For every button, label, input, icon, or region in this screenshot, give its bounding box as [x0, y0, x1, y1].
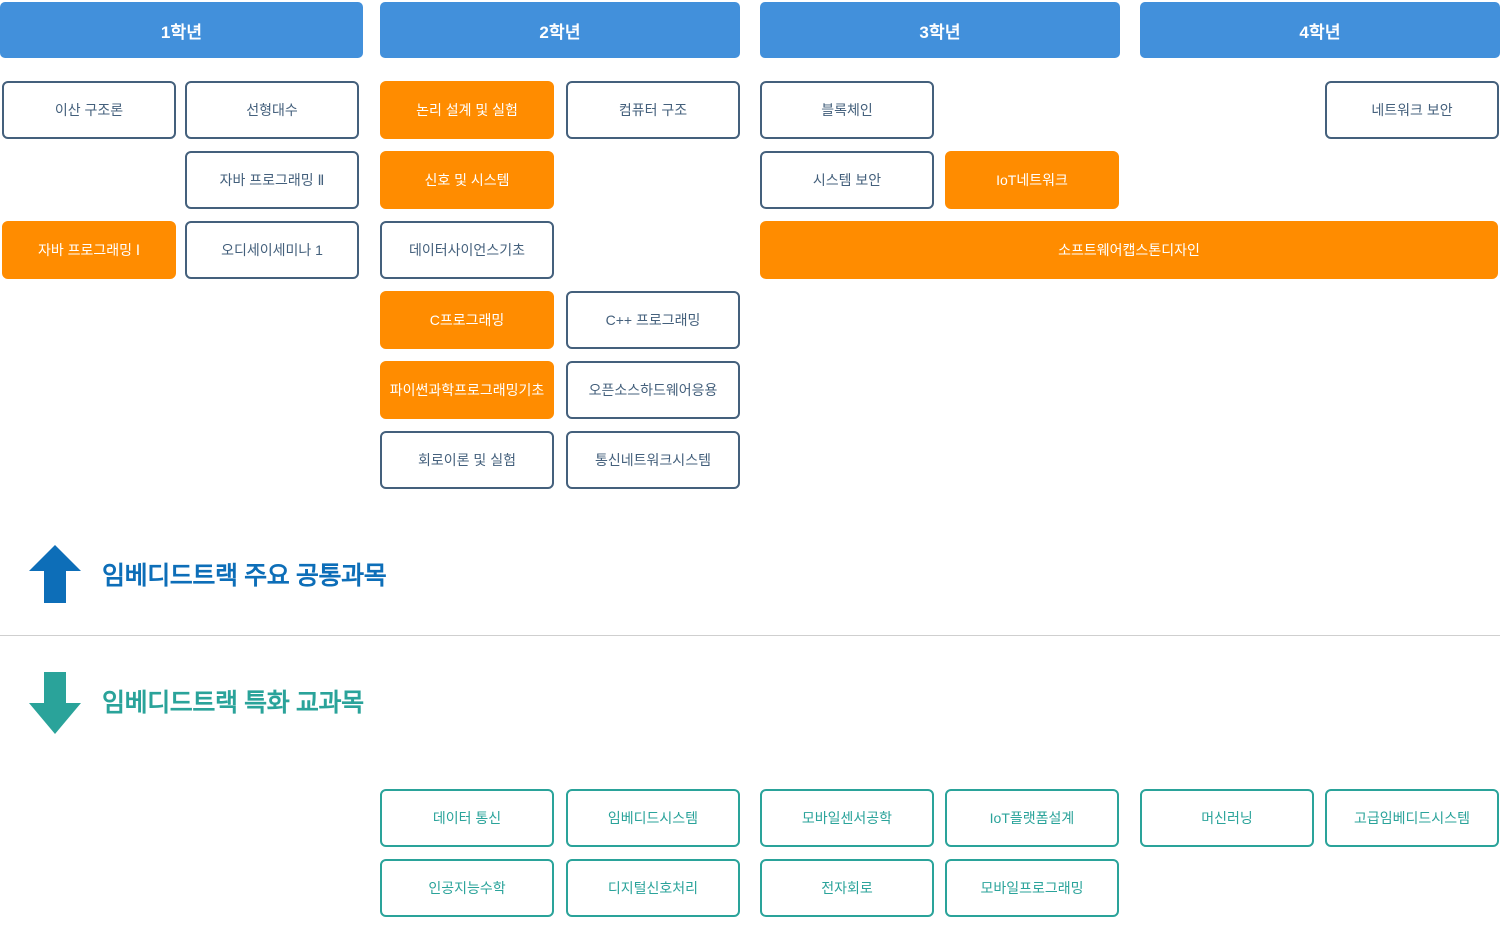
special-course-box[interactable]: 전자회로 [760, 859, 934, 917]
course-box[interactable]: 블록체인 [760, 81, 934, 139]
year-header-4: 4학년 [1140, 2, 1500, 58]
year-header-3: 3학년 [760, 2, 1120, 58]
course-box[interactable]: 이산 구조론 [2, 81, 176, 139]
special-course-box[interactable]: 데이터 통신 [380, 789, 554, 847]
special-course-box[interactable]: 인공지능수학 [380, 859, 554, 917]
course-box[interactable]: 회로이론 및 실험 [380, 431, 554, 489]
course-box[interactable]: C++ 프로그래밍 [566, 291, 740, 349]
course-box[interactable]: 자바 프로그래밍 Ⅱ [185, 151, 359, 209]
course-box[interactable]: C프로그래밍 [380, 291, 554, 349]
special-course-box[interactable]: 임베디드시스템 [566, 789, 740, 847]
legend-special-track-label: 임베디드트랙 특화 교과목 [102, 689, 364, 717]
section-divider [0, 635, 1500, 636]
arrow-down-icon [28, 672, 82, 734]
legend-special-track: 임베디드트랙 특화 교과목 [28, 672, 364, 734]
legend-common-track: 임베디드트랙 주요 공통과목 [28, 545, 387, 603]
course-box[interactable]: 선형대수 [185, 81, 359, 139]
special-course-box[interactable]: IoT플랫폼설계 [945, 789, 1119, 847]
special-course-box[interactable]: 모바일센서공학 [760, 789, 934, 847]
special-course-box[interactable]: 머신러닝 [1140, 789, 1314, 847]
special-course-box[interactable]: 모바일프로그래밍 [945, 859, 1119, 917]
legend-common-track-label: 임베디드트랙 주요 공통과목 [102, 562, 387, 590]
course-box[interactable]: IoT네트워크 [945, 151, 1119, 209]
course-box[interactable]: 논리 설계 및 실험 [380, 81, 554, 139]
course-box[interactable]: 통신네트워크시스템 [566, 431, 740, 489]
course-box[interactable]: 시스템 보안 [760, 151, 934, 209]
year-header-2: 2학년 [380, 2, 740, 58]
course-box[interactable]: 데이터사이언스기초 [380, 221, 554, 279]
course-box[interactable]: 컴퓨터 구조 [566, 81, 740, 139]
course-box[interactable]: 오디세이세미나 1 [185, 221, 359, 279]
special-course-box[interactable]: 디지털신호처리 [566, 859, 740, 917]
course-box[interactable]: 소프트웨어캡스톤디자인 [760, 221, 1498, 279]
arrow-up-icon [28, 545, 82, 603]
course-box[interactable]: 네트워크 보안 [1325, 81, 1499, 139]
course-box[interactable]: 오픈소스하드웨어응용 [566, 361, 740, 419]
course-box[interactable]: 신호 및 시스템 [380, 151, 554, 209]
year-header-1: 1학년 [0, 2, 363, 58]
course-box[interactable]: 자바 프로그래밍 Ⅰ [2, 221, 176, 279]
special-course-box[interactable]: 고급임베디드시스템 [1325, 789, 1499, 847]
course-box[interactable]: 파이썬과학프로그래밍기초 [380, 361, 554, 419]
